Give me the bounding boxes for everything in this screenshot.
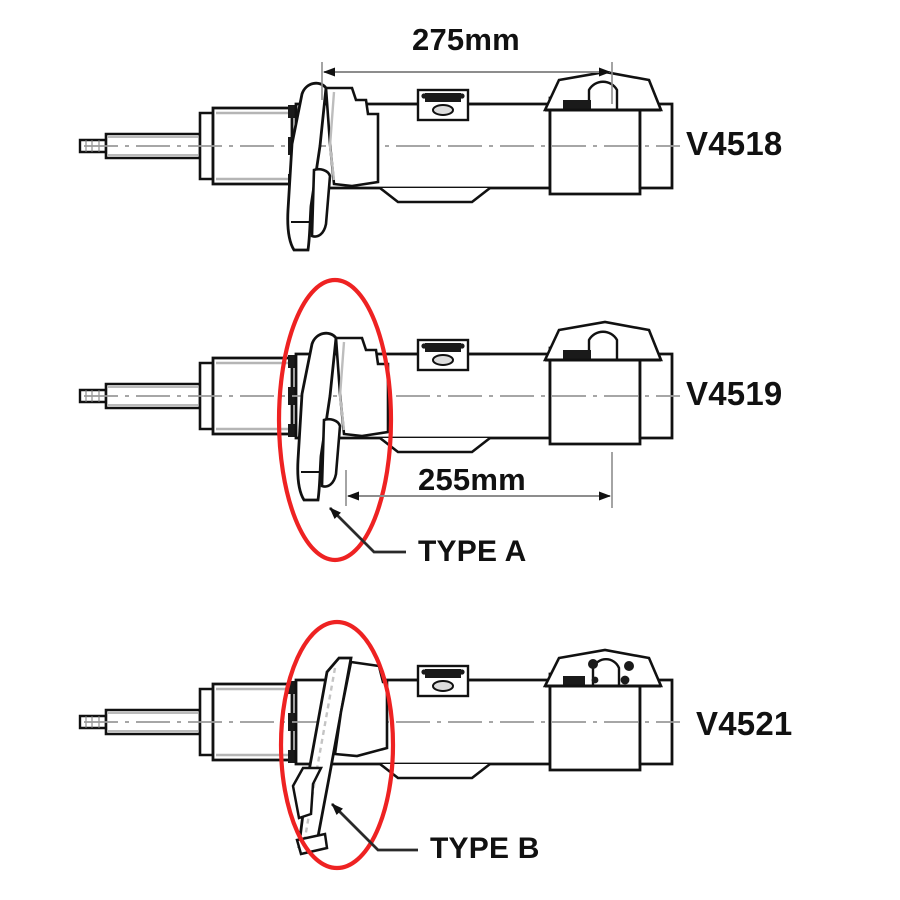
highlight-ellipse-type-a [276,277,394,563]
part-label-v4519: V4519 [686,375,783,412]
part-label-v4518: V4518 [686,125,783,162]
dimension-label-275mm: 275mm [412,22,520,57]
leader-line-type-a [329,507,406,554]
callout-label-type-a: TYPE A [418,535,527,568]
dimension-label-255mm: 255mm [418,462,526,497]
assembly-v4518 [78,70,682,252]
callout-label-type-b: TYPE B [430,832,540,865]
dimension-255mm [345,452,613,508]
highlight-ellipse-type-b [278,619,396,871]
leader-line-type-b [331,803,418,852]
assembly-v4519 [78,320,682,502]
dimension-275mm [321,62,613,104]
part-label-v4521: V4521 [696,705,793,742]
